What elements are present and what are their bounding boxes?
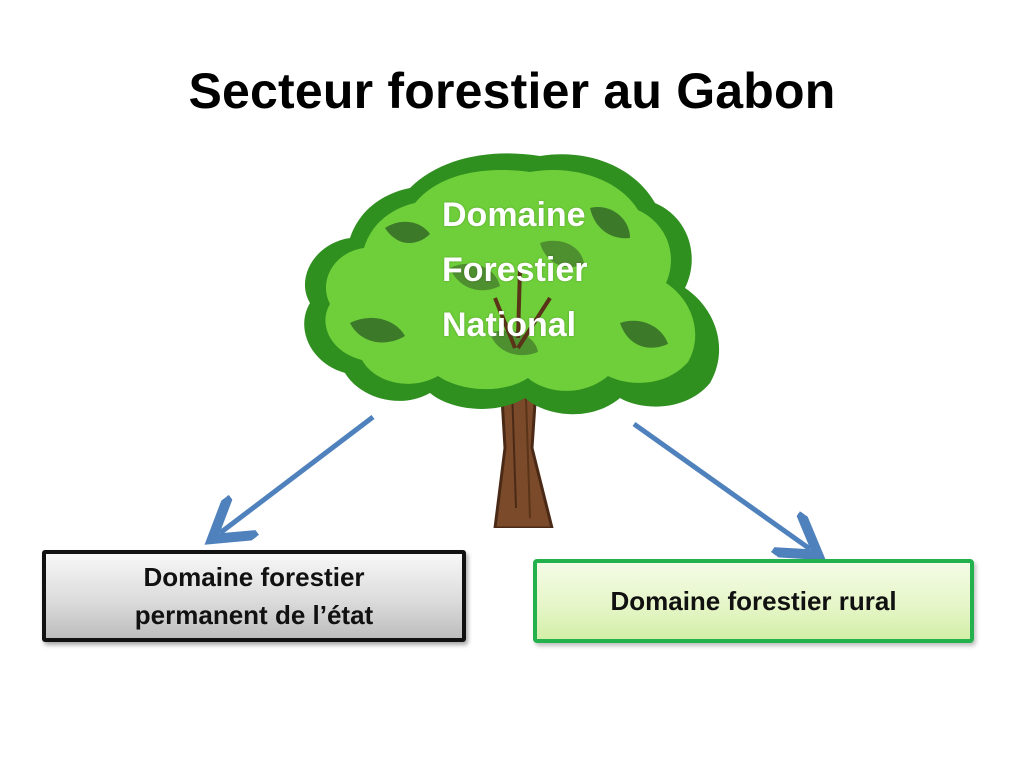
node-rural-label: Domaine forestier rural [610, 585, 897, 616]
root-line-1: Domaine [442, 196, 586, 234]
node-permanent-domain: Domaine forestier permanent de l’état [42, 550, 466, 642]
root-line-3: National [442, 306, 577, 344]
root-node-label: Domaine Forestier National [442, 188, 662, 353]
root-line-2: Forestier [442, 251, 588, 289]
slide-title: Secteur forestier au Gabon [188, 63, 836, 119]
node-rural-domain: Domaine forestier rural [533, 559, 974, 643]
node-permanent-line-2: permanent de l’état [134, 600, 374, 630]
node-permanent-line-1: Domaine forestier [143, 562, 365, 592]
tree-icon [290, 148, 740, 528]
